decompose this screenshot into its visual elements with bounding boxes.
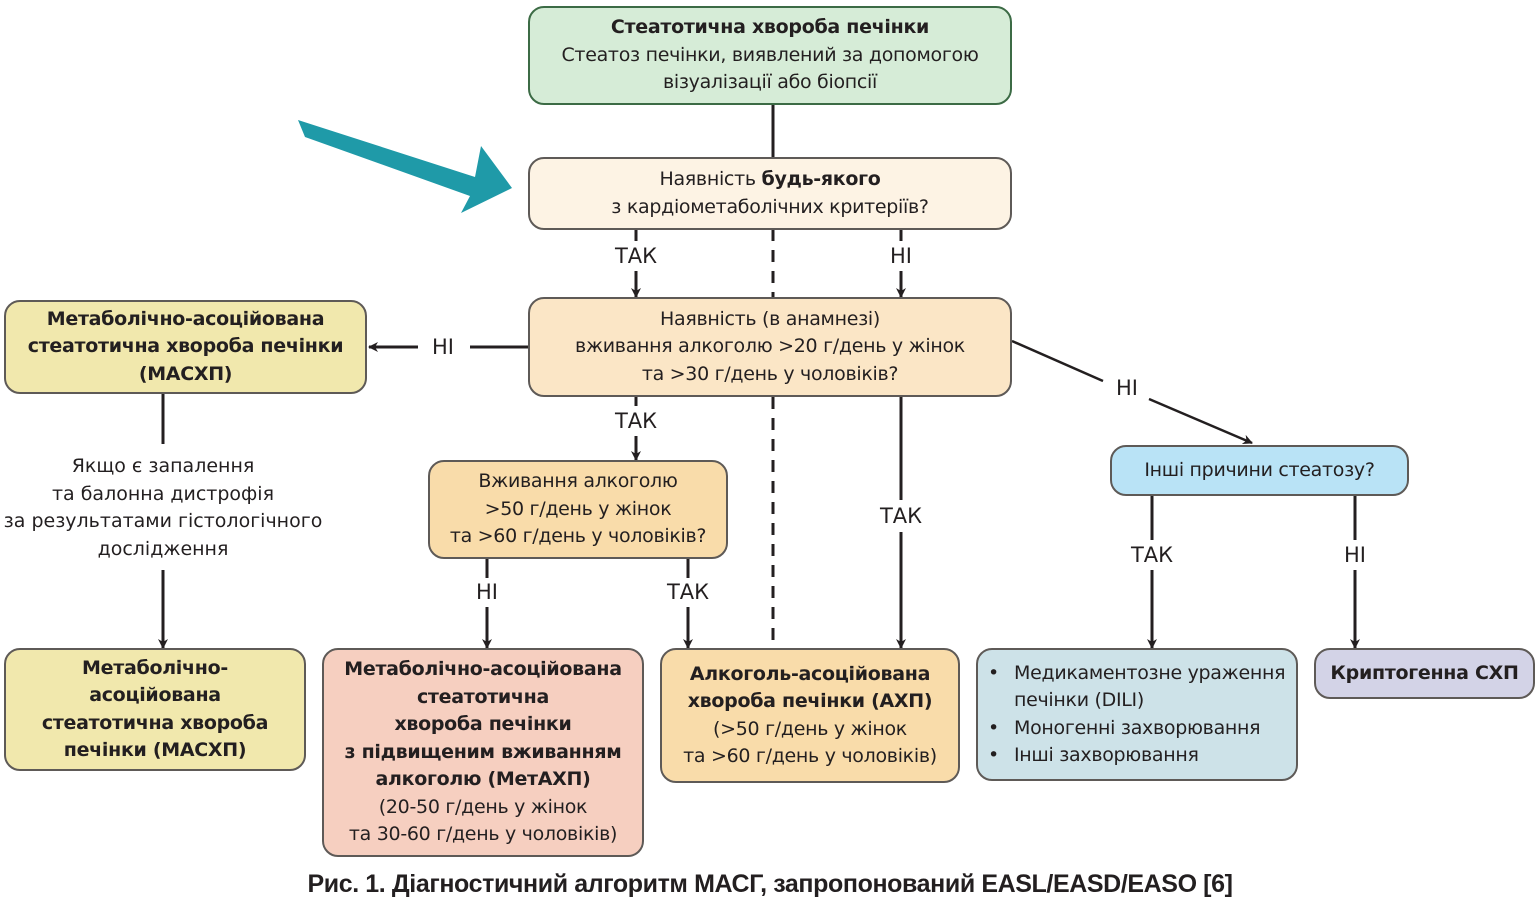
edge-label-alcohol-no-left: НІ xyxy=(429,333,457,361)
node-text: візуалізації або біопсії xyxy=(662,71,878,94)
node-title: алкоголю (МетАХП) xyxy=(375,768,591,791)
node-text: та >60 г/день у чоловіків? xyxy=(449,525,707,548)
node-text: Наявність (в анамнезі) xyxy=(659,307,880,330)
pointer-arrow-icon xyxy=(298,120,512,213)
node-text: >50 г/день у жінок xyxy=(484,497,672,520)
node-alcohol-high: Вживання алкоголю >50 г/день у жінок та … xyxy=(428,460,728,559)
list-item-text: Моногенні захворювання xyxy=(1014,716,1261,739)
node-other-causes: Інші причини стеатозу? xyxy=(1110,445,1409,496)
node-title: Алкоголь-асоційована xyxy=(689,662,931,685)
node-title: асоційована xyxy=(89,684,221,706)
node-text: (20-50 г/день у жінок xyxy=(378,795,588,818)
node-title: Метаболічно-асоційована xyxy=(46,307,325,330)
bullet-icon: • xyxy=(988,661,999,684)
node-title: печінки (МАСХП) xyxy=(63,739,247,761)
arrow-alcohol-no-diag xyxy=(1148,397,1253,445)
masld-histology-note: Якщо є запалення та балонна дистрофія за… xyxy=(0,453,326,563)
edge-label-other-yes: ТАК xyxy=(1127,541,1177,569)
edge-label-cardio-yes: ТАК xyxy=(611,242,661,270)
node-title: Метаболічно- xyxy=(82,656,228,679)
node-title: стеатотична хвороба печінки xyxy=(27,335,344,358)
edge-label-other-no: НІ xyxy=(1341,541,1369,569)
list-item-text: печінки (DILI) xyxy=(1014,689,1144,711)
node-text-bold: будь-якого xyxy=(761,168,881,190)
node-text: Стеатоз печінки, виявлений за допомогою xyxy=(561,43,979,66)
bullet-icon: • xyxy=(988,744,999,766)
node-ald: Алкоголь-асоційована хвороба печінки (АХ… xyxy=(660,648,960,783)
node-steatotic-liver-disease: Стеатотична хвороба печінки Стеатоз печі… xyxy=(528,6,1012,105)
node-text-prefix: Наявність xyxy=(659,168,762,190)
note-line: за результатами гістологічного xyxy=(3,510,323,532)
node-text: Інші причини стеатозу? xyxy=(1144,458,1375,481)
node-title: стеатотична хвороба xyxy=(41,711,269,734)
bullet-icon: • xyxy=(988,716,999,739)
list-item: • Медикаментозне ураження печінки (DILI) xyxy=(988,660,1286,715)
node-cryptogenic: Криптогенна СХП xyxy=(1314,648,1535,699)
node-text: Вживання алкоголю xyxy=(478,470,678,493)
node-cardiometabolic-criteria: Наявність будь-якого з кардіометаболічни… xyxy=(528,157,1012,230)
node-title: з підвищеним вживанням xyxy=(344,740,622,763)
edge-label-alcohol-no-right: НІ xyxy=(1113,374,1141,402)
node-title: хвороба печінки (АХП) xyxy=(687,690,933,712)
node-title: Метаболічно-асоційована xyxy=(344,658,622,681)
edge-label-cardio-no: НІ xyxy=(887,242,915,270)
figure-caption: Рис. 1. Діагностичний алгоритм МАСГ, зап… xyxy=(307,870,1233,898)
note-line: та балонна дистрофія xyxy=(51,482,275,505)
edge-label-high-yes: ТАК xyxy=(663,578,713,606)
node-masld-top: Метаболічно-асоційована стеатотична хвор… xyxy=(4,300,367,394)
node-alcohol-history: Наявність (в анамнезі) вживання алкоголю… xyxy=(528,297,1012,397)
node-text: вживання алкоголю >20 г/день у жінок xyxy=(575,335,965,358)
node-title: Криптогенна СХП xyxy=(1330,661,1519,684)
list-item-text: Інші захворювання xyxy=(1014,744,1199,766)
node-text: з кардіометаболічних критеріїв? xyxy=(611,195,929,218)
node-text: та >30 г/день у чоловіків? xyxy=(641,362,899,385)
edge-label-alcohol-yes: ТАК xyxy=(611,407,661,435)
list-item-text: Медикаментозне ураження xyxy=(1014,661,1286,684)
node-text: Наявність будь-якого xyxy=(659,166,880,194)
edge-label-alcohol-yes-right: ТАК xyxy=(876,502,926,530)
node-title: стеатотична xyxy=(416,685,550,708)
connector-alcohol-no-diag-a xyxy=(1011,339,1104,383)
node-text: та 30-60 г/день у чоловіків) xyxy=(348,823,618,846)
node-title: Стеатотична хвороба печінки xyxy=(610,16,930,39)
note-line: Якщо є запалення xyxy=(71,455,255,477)
node-text: (>50 г/день у жінок xyxy=(713,717,907,740)
node-metald: Метаболічно-асоційована стеатотична хвор… xyxy=(322,648,644,857)
node-title: хвороба печінки xyxy=(394,713,572,736)
node-title: (МАСХП) xyxy=(138,362,233,385)
node-masld-bottom: Метаболічно- асоційована стеатотична хво… xyxy=(4,648,306,771)
node-text: та >60 г/день у чоловіків) xyxy=(683,745,937,767)
list-item: • Інші захворювання xyxy=(988,742,1199,770)
edge-label-high-no: НІ xyxy=(473,578,501,606)
note-line: дослідження xyxy=(97,537,229,560)
list-item: • Моногенні захворювання xyxy=(988,715,1261,743)
